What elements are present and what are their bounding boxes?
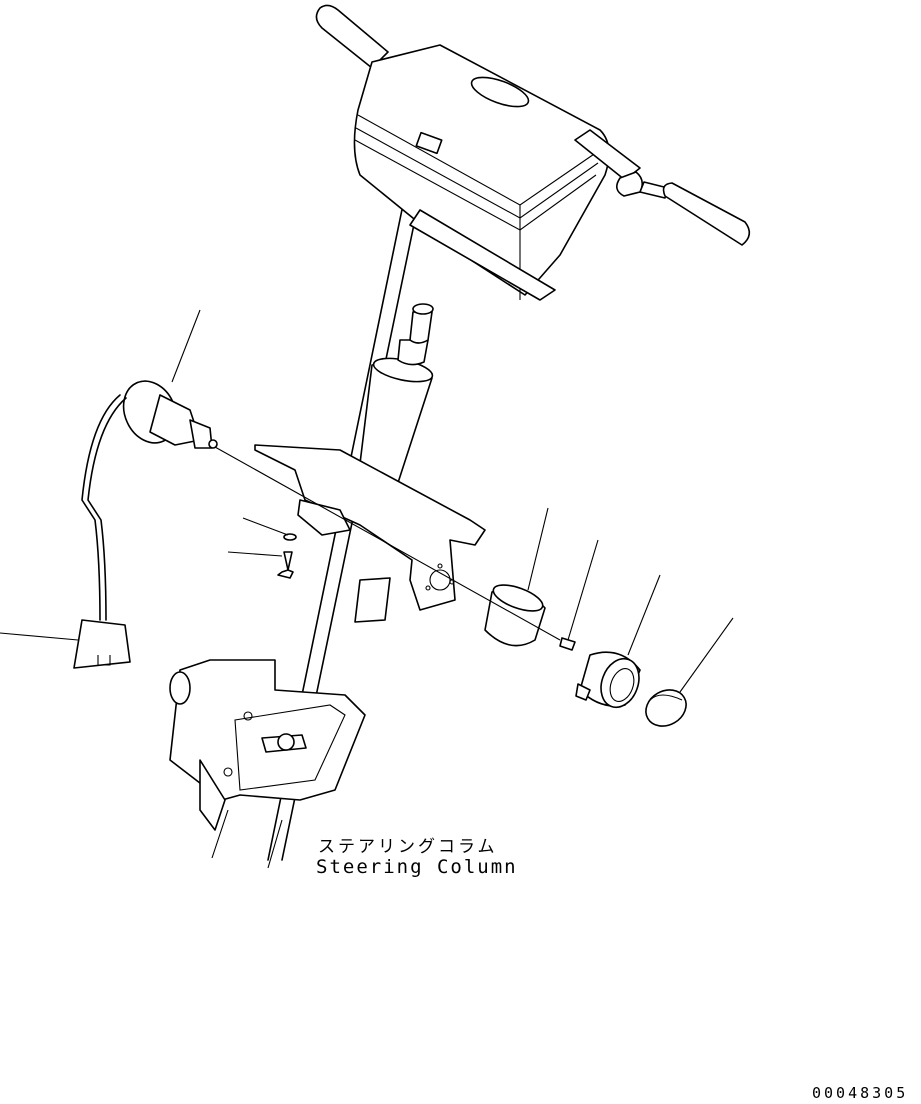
switch-knob: [575, 651, 641, 709]
drawing-code: 00048305: [812, 1084, 909, 1102]
leader-lines: [0, 309, 734, 869]
bolt-and-washer: [277, 533, 297, 579]
mounting-bracket: [254, 444, 486, 623]
combination-switch-housing: [353, 44, 610, 301]
tilt-lock-bracket: [169, 659, 366, 831]
knob-ring: [484, 584, 546, 647]
assembly-axis-line: [214, 446, 561, 641]
left-lever-handle: [315, 4, 389, 69]
right-lever-handle: [574, 129, 751, 246]
caption-english: Steering Column: [316, 856, 518, 878]
ignition-switch: [73, 380, 218, 669]
steering-shaft: [357, 303, 434, 496]
caption-japanese: ステアリングコラム: [318, 837, 498, 857]
small-screw: [559, 637, 576, 651]
knob-cap: [645, 689, 687, 727]
